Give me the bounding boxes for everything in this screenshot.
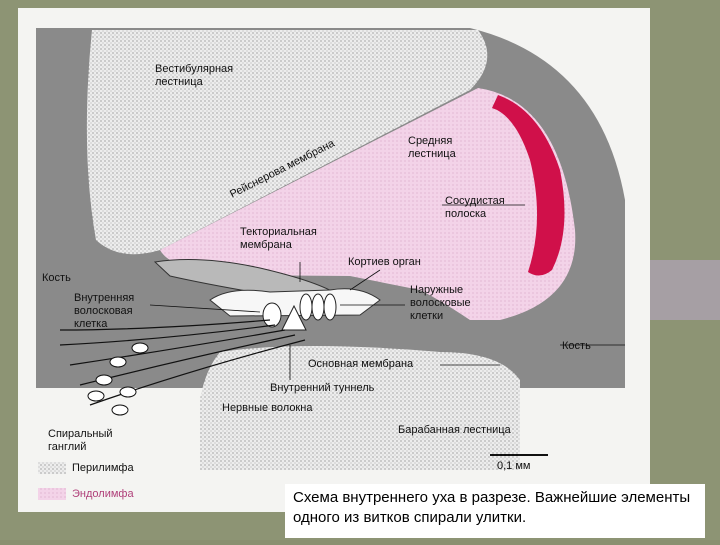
legend-swatch-perilymph	[38, 462, 66, 474]
label-vestibular: Вестибулярная лестница	[155, 63, 234, 88]
label-inner-tunnel: Внутренний туннель	[270, 382, 375, 394]
label-scale: 0,1 мм	[497, 460, 531, 472]
caption-title: Схема внутреннего уха в разрезе.	[293, 489, 531, 506]
legend-endolymph: Эндолимфа	[72, 488, 134, 500]
label-nerve-fibers: Нервные волокна	[222, 402, 313, 414]
spiral-ganglion-cells	[87, 342, 149, 416]
outer-hair-cell	[299, 293, 313, 321]
label-corti: Кортиев орган	[348, 256, 421, 268]
outer-hair-cell	[323, 293, 337, 321]
organ-of-corti	[209, 288, 381, 317]
label-outer-hair-cells: Наружные волосковые клетки	[410, 284, 471, 322]
stria-vascularis	[492, 95, 565, 276]
outer-hair-cell	[311, 293, 325, 321]
label-basilar: Основная мембрана	[308, 358, 414, 370]
legend-perilymph: Перилимфа	[72, 462, 134, 474]
figure-caption: Схема внутреннего уха в разрезе. Важнейш…	[285, 484, 705, 538]
label-media: Средняя лестница	[408, 135, 456, 160]
nerve-fibers	[59, 319, 306, 406]
legend-swatch-endolymph	[38, 488, 66, 500]
inner-tunnel	[281, 304, 307, 331]
label-spiral-ganglion: Спиральный ганглий	[48, 428, 113, 453]
inner-hair-cell	[262, 302, 282, 328]
caption-text: Важнейшие элементы одного из витков спир…	[293, 489, 691, 526]
scala-vestibuli	[86, 30, 488, 255]
label-tectorial: Текториальная мембрана	[240, 226, 317, 251]
leader-lines	[149, 204, 625, 380]
scala-media	[160, 88, 576, 320]
label-stria: Сосудистая полоска	[445, 195, 505, 220]
label-tympani: Барабанная лестница	[398, 424, 511, 436]
scala-tympani	[200, 346, 520, 470]
label-bone-right: Кость	[562, 340, 591, 352]
label-bone-left: Кость	[42, 272, 71, 284]
label-inner-hair-cell: Внутренняя волосковая клетка	[74, 292, 135, 330]
